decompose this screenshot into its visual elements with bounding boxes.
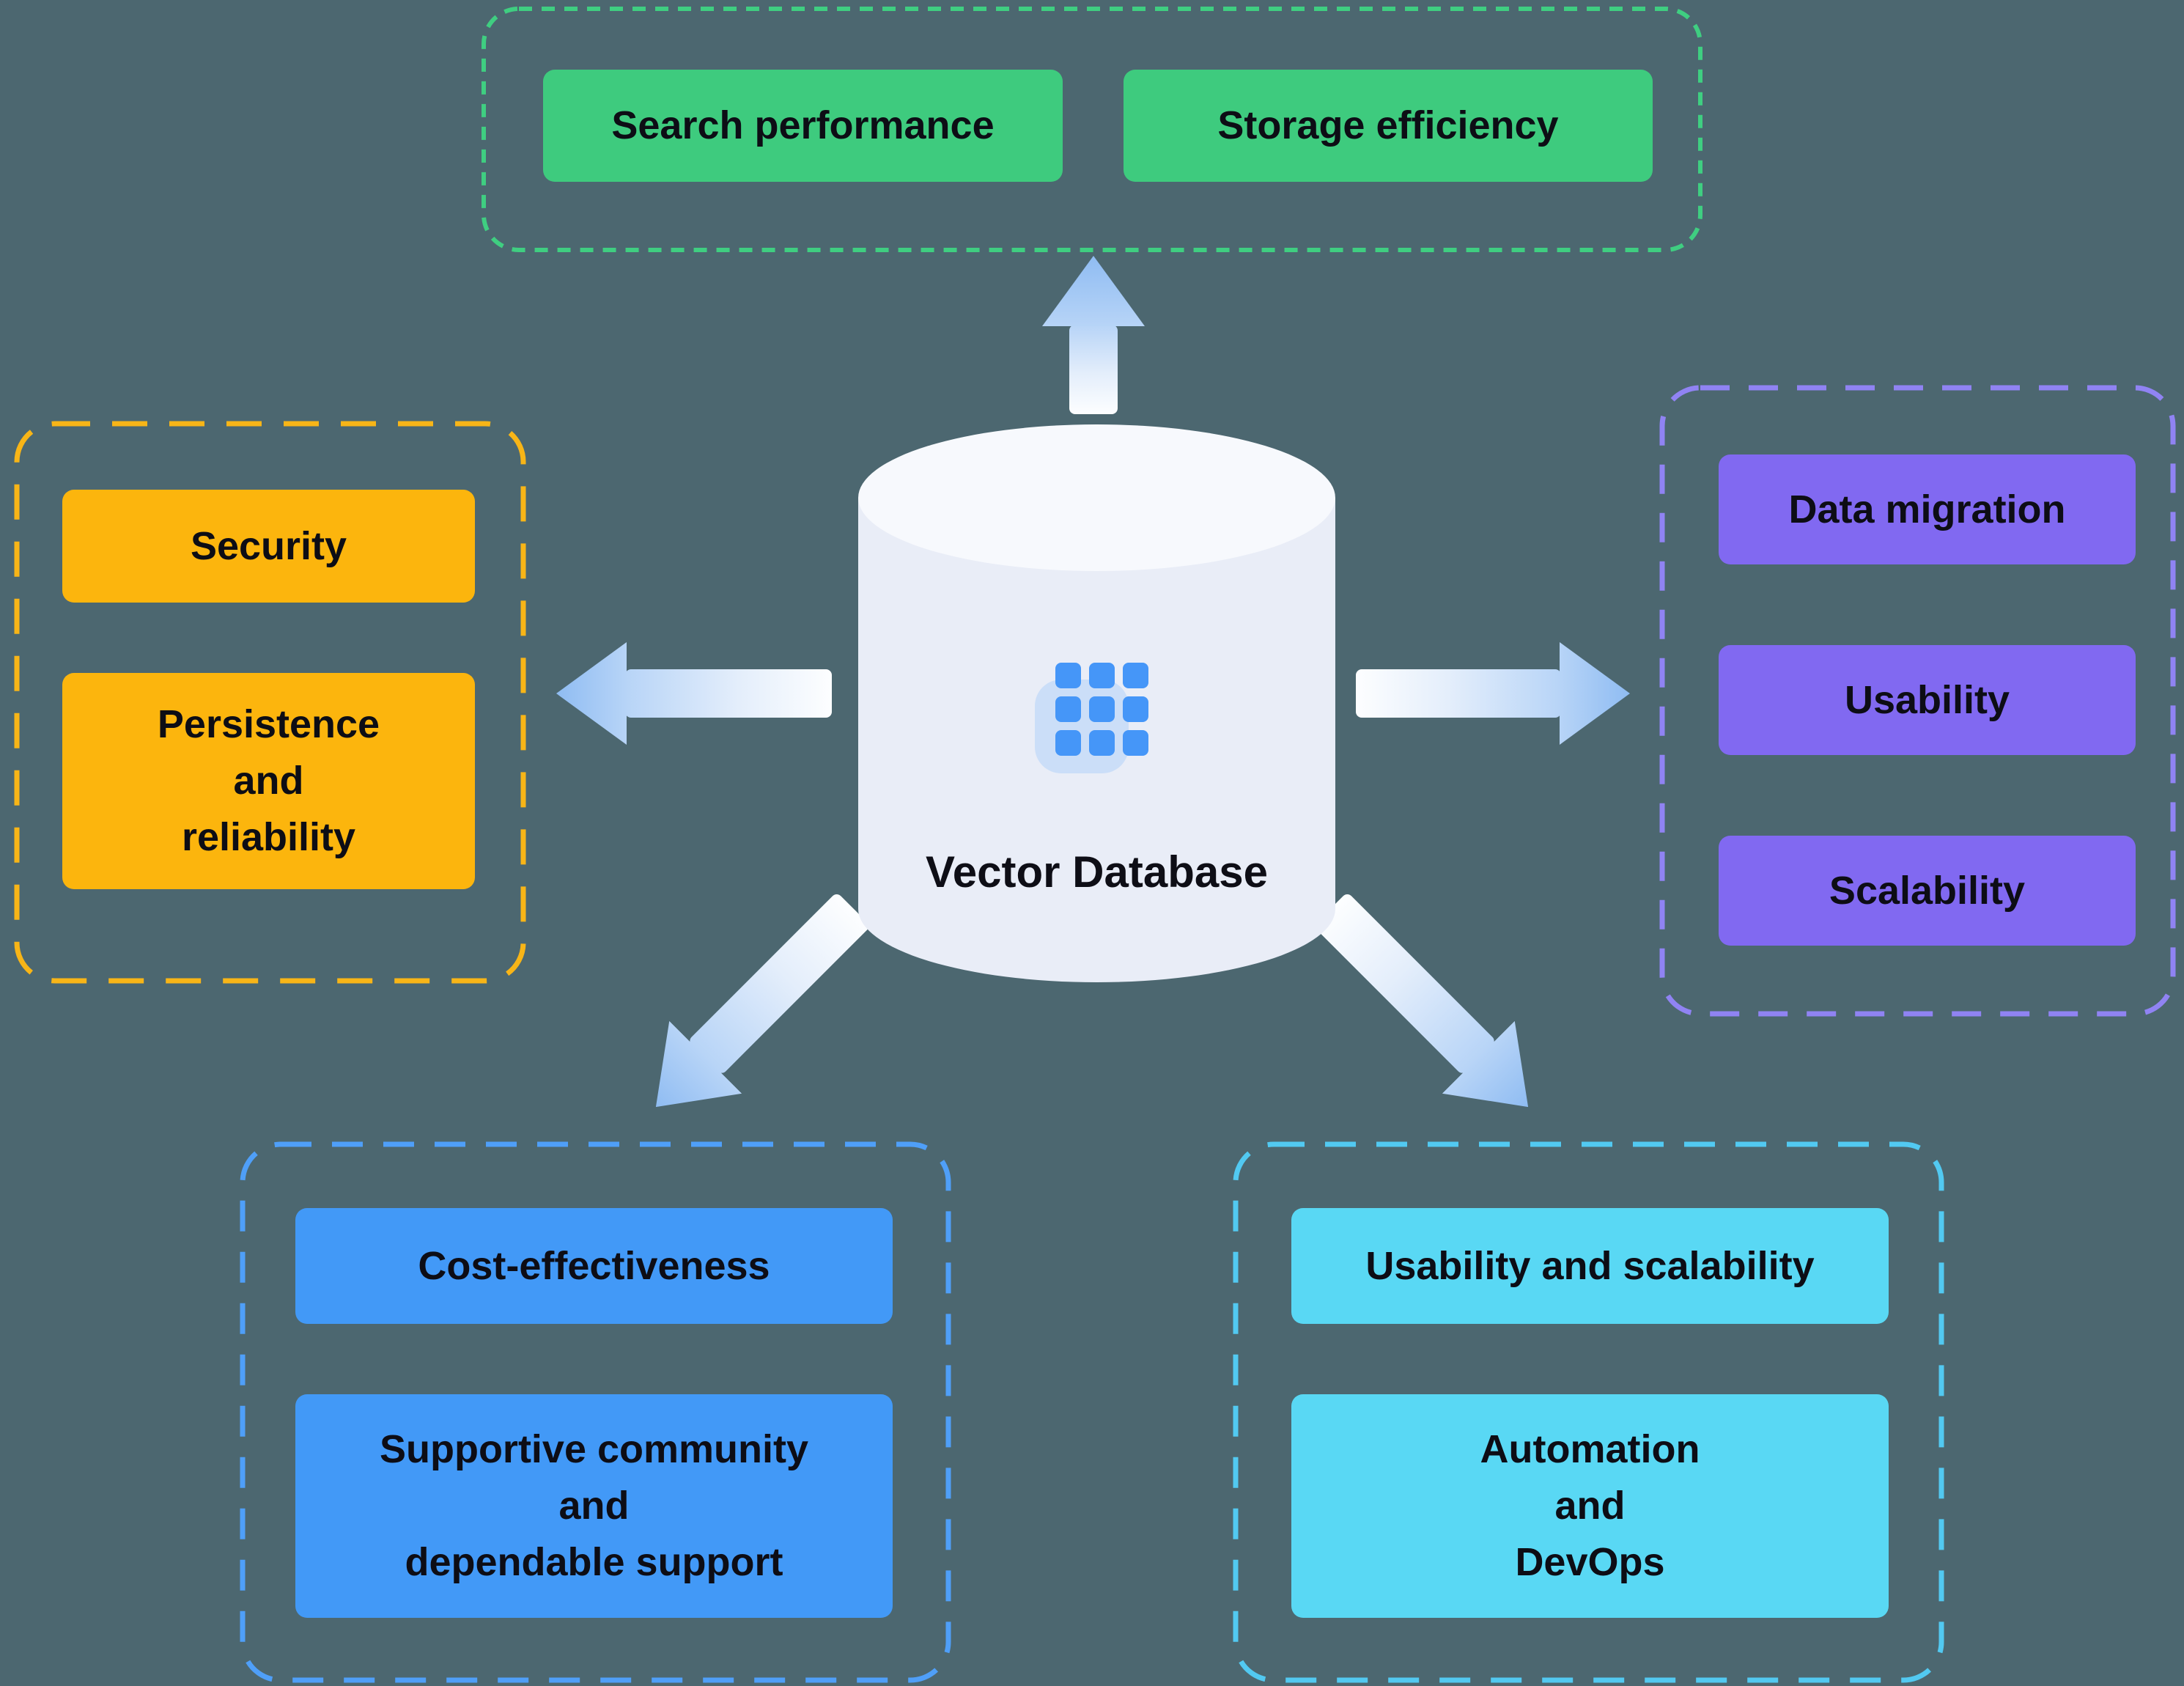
group-top-border xyxy=(482,7,1702,252)
arrow-head xyxy=(1042,256,1145,326)
arrow-head xyxy=(1560,642,1630,745)
arrow-shaft xyxy=(625,669,832,718)
group-bottom-left: Cost-effectiveness Supportive community … xyxy=(240,1141,951,1683)
arrow-shaft xyxy=(687,891,871,1075)
node-search-performance: Search performance xyxy=(543,70,1063,182)
arrow-shaft xyxy=(1313,891,1497,1075)
arrow-shaft xyxy=(1069,325,1118,414)
node-automation-devops: Automation and DevOps xyxy=(1291,1394,1889,1618)
center-label: Vector Database xyxy=(926,847,1268,897)
arrow-head xyxy=(556,642,627,745)
node-usability-scalability: Usability and scalability xyxy=(1291,1208,1889,1324)
node-scalability: Scalability xyxy=(1719,836,2136,946)
grid-database-icon xyxy=(1055,663,1148,756)
node-supportive-community: Supportive community and dependable supp… xyxy=(295,1394,893,1618)
node-storage-efficiency: Storage efficiency xyxy=(1124,70,1653,182)
arrow-shaft xyxy=(1356,669,1561,718)
group-right-border xyxy=(1659,385,2176,1017)
database-cylinder: Vector Database xyxy=(858,424,1335,982)
node-data-migration: Data migration xyxy=(1719,454,2136,564)
group-bottom-right-border xyxy=(1233,1141,1944,1683)
group-bottom-left-border xyxy=(240,1141,951,1683)
node-persistence-reliability: Persistence and reliability xyxy=(62,673,475,889)
node-usability: Usability xyxy=(1719,645,2136,755)
group-right: Data migration Usability Scalability xyxy=(1659,385,2176,1017)
group-top: Search performance Storage efficiency xyxy=(481,6,1703,253)
node-cost-effectiveness: Cost-effectiveness xyxy=(295,1208,893,1324)
group-bottom-right: Usability and scalability Automation and… xyxy=(1233,1141,1944,1683)
group-left: Security Persistence and reliability xyxy=(14,421,526,984)
grid-icon-backdrop xyxy=(1035,680,1129,773)
node-security: Security xyxy=(62,490,475,603)
